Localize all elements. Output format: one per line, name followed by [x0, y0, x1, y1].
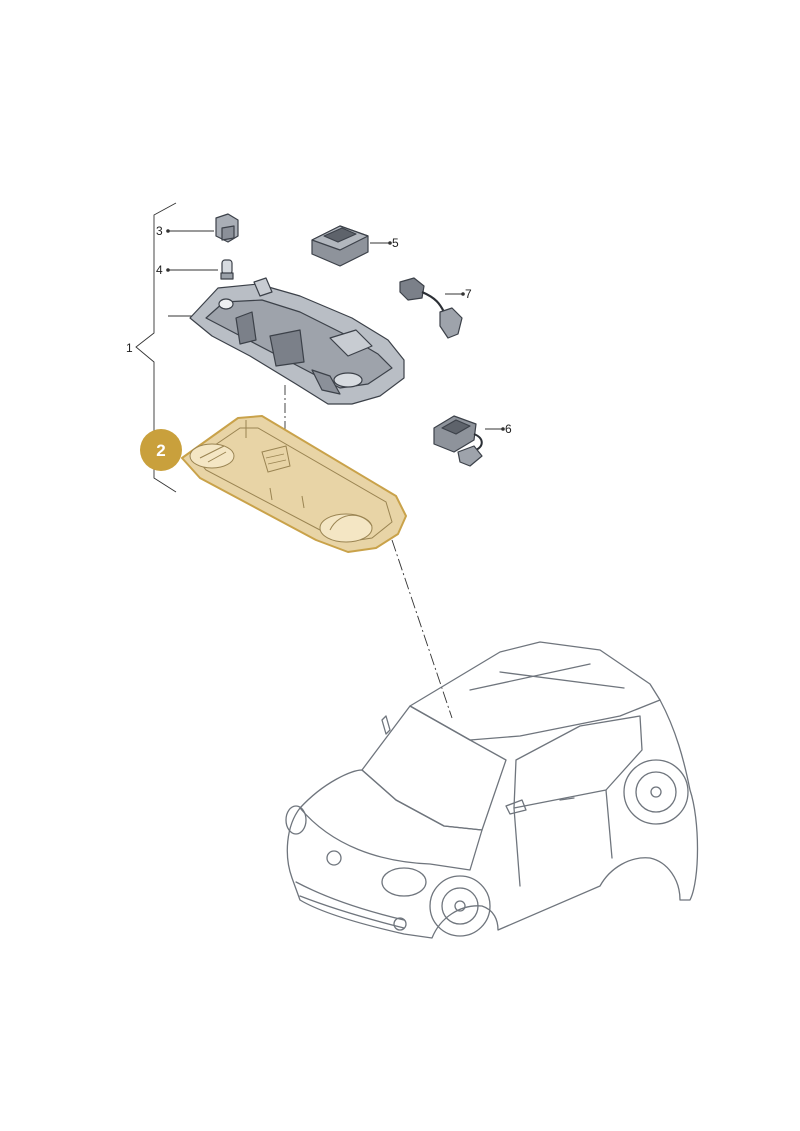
callout-1: 1	[126, 341, 133, 355]
callout-6: 6	[505, 422, 512, 436]
car-roof-glass	[409, 641, 661, 741]
part-5-switch-module	[311, 225, 369, 267]
part-7-wiring-harness	[399, 277, 463, 339]
part-4-bulb	[220, 259, 234, 280]
part-1-housing	[189, 277, 405, 405]
callout-labels: 1 3 4 5 7 6	[126, 224, 512, 436]
assembly-bracket	[135, 202, 177, 493]
part-3-clip	[215, 213, 239, 243]
callout-2: 2	[156, 441, 165, 460]
callout-4: 4	[156, 263, 163, 277]
highlight-badge: 2	[140, 429, 182, 471]
callout-5: 5	[392, 236, 399, 250]
badge-circle	[140, 429, 182, 471]
callout-7: 7	[465, 287, 472, 301]
part-6-connector-plug	[433, 415, 483, 467]
car-illustration	[285, 641, 699, 939]
leader-lines	[166, 229, 505, 719]
callout-3: 3	[156, 224, 163, 238]
part-2-cover-plate	[181, 415, 407, 553]
